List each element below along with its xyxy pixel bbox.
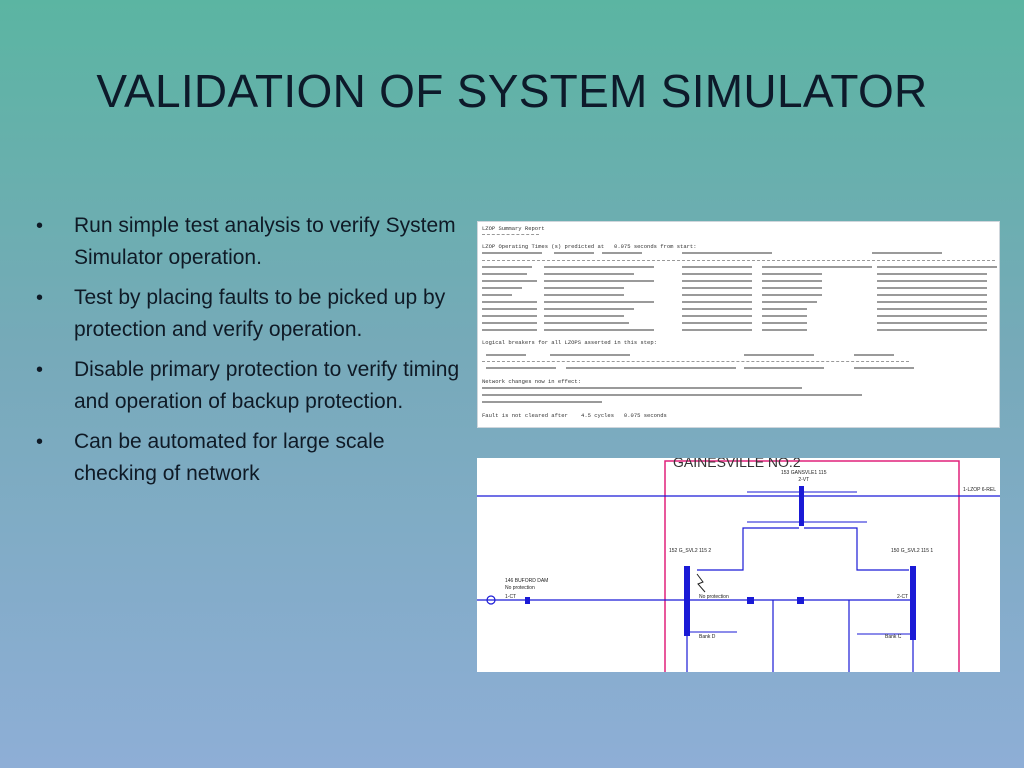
label-ct-left: 1-CT (505, 594, 517, 600)
bullet-list: • Run simple test analysis to verify Sys… (30, 210, 470, 498)
label-bank-c: Bank C (885, 634, 902, 640)
bullet-item: • Can be automated for large scale check… (30, 426, 470, 490)
label-bank-d: Bank D (699, 634, 716, 640)
one-line-diagram: GAINESVILLE NO.2 153 GANSVLE1 115 2-VT 1… (477, 458, 1000, 672)
diagram-title: GAINESVILLE NO.2 (673, 458, 801, 470)
bullet-dot-icon: • (36, 359, 44, 381)
report-network-changes: Network changes now in effect: (482, 378, 582, 385)
bullet-item: • Disable primary protection to verify t… (30, 354, 470, 418)
bullet-text: Test by placing faults to be picked up b… (74, 286, 446, 341)
label-far-right: 1-LZOP 6-REL (963, 487, 996, 493)
label-ct-right: 2-CT (897, 594, 909, 600)
report-heading: LZOP Summary Report (482, 225, 545, 232)
label-bus-top: 153 GANSVLE1 115 (781, 470, 827, 476)
label-right-bus: 150 G_SVL2 115 1 (891, 548, 934, 554)
bullet-dot-icon: • (36, 287, 44, 309)
label-bus-top-sub: 2-VT (798, 477, 810, 483)
report-fault-status: Fault is not cleared after 4.5 cycles 0.… (482, 412, 667, 419)
label-left-bus: 152 G_SVL2 115 2 (669, 548, 712, 554)
lzop-report-image: LZOP Summary Report LZOP Operating Times… (477, 221, 1000, 428)
bullet-item: • Run simple test analysis to verify Sys… (30, 210, 470, 274)
slide-title: VALIDATION OF SYSTEM SIMULATOR (96, 65, 928, 117)
bullet-dot-icon: • (36, 431, 44, 453)
label-far-left-sub: No protection (505, 585, 535, 591)
label-far-left: 146 BUFORD DAM (505, 578, 549, 584)
bullet-text: Run simple test analysis to verify Syste… (74, 214, 456, 269)
bullet-item: • Test by placing faults to be picked up… (30, 282, 470, 346)
diagram-drawing (477, 460, 1000, 672)
label-no-protection: No protection (699, 594, 729, 600)
bullet-text: Can be automated for large scale checkin… (74, 430, 385, 485)
bullet-dot-icon: • (36, 215, 44, 237)
report-operating-times: LZOP Operating Times (s) predicted at 0.… (482, 243, 697, 250)
bullet-text: Disable primary protection to verify tim… (74, 358, 460, 413)
report-logical-breakers: Logical breakers for all LZOPS asserted … (482, 339, 657, 346)
